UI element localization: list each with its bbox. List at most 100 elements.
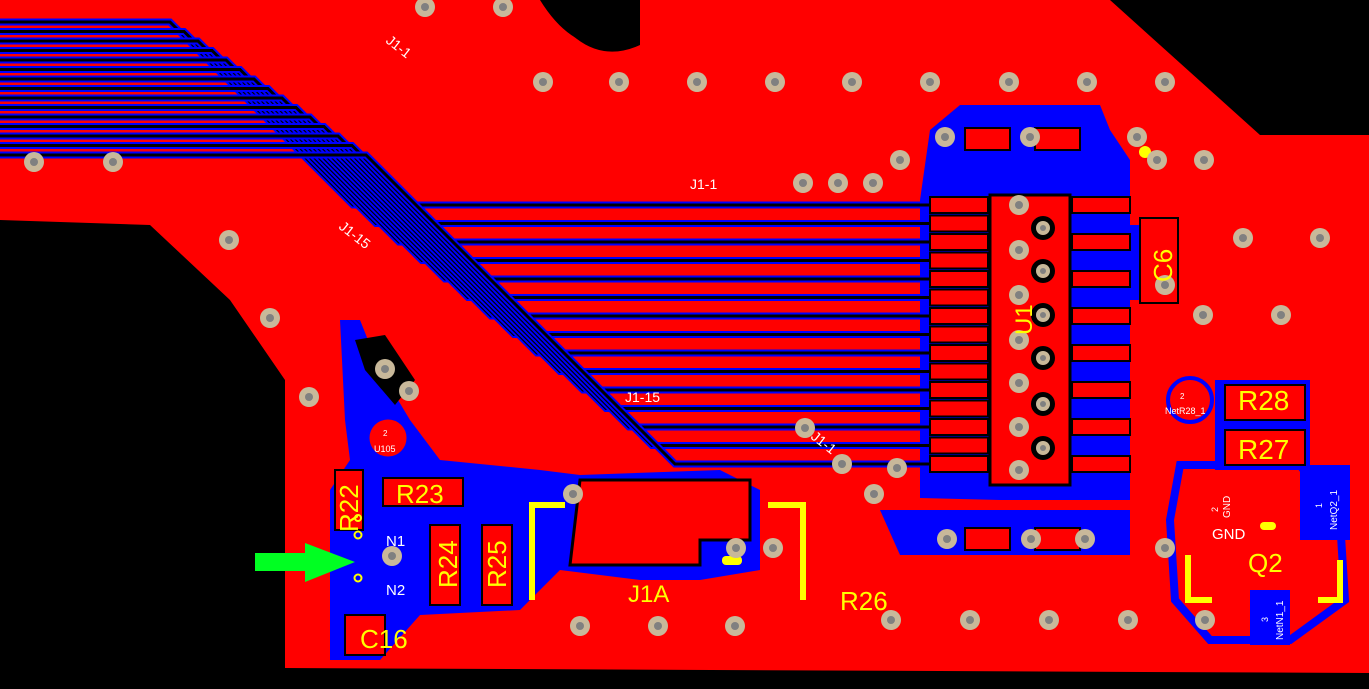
via-hole <box>1133 133 1141 141</box>
via-hole <box>1081 535 1089 543</box>
q2-pin2-net: GND <box>1222 496 1233 518</box>
q2-pin2-number: 2 <box>1210 507 1220 512</box>
u1-left-finger <box>929 455 989 473</box>
u1-right-finger <box>1071 381 1131 399</box>
r22-dot <box>354 514 362 522</box>
via-hole <box>1005 78 1013 86</box>
u1-pin-hole <box>1040 445 1046 451</box>
u1-pin-hole <box>1040 225 1046 231</box>
r27-r28-footprints <box>1224 384 1306 466</box>
u1-left-finger <box>929 325 989 344</box>
u1-left-finger <box>929 344 989 362</box>
via-hole <box>539 78 547 86</box>
q2-pin1-net: NetQ2_1 <box>1329 490 1340 530</box>
via-hole <box>1316 234 1324 242</box>
via-hole <box>266 314 274 322</box>
via-hole <box>966 616 974 624</box>
via-hole <box>1015 466 1023 474</box>
via-hole <box>388 552 396 560</box>
u1-left-finger <box>929 381 989 399</box>
via-hole <box>1161 78 1169 86</box>
designator-c16: C16 <box>360 624 408 654</box>
via-hole <box>769 544 777 552</box>
via-hole <box>943 535 951 543</box>
j1a-silk-outline <box>529 502 806 600</box>
u1-left-finger <box>929 307 989 325</box>
via-hole <box>732 544 740 552</box>
via-hole <box>1083 78 1091 86</box>
designator-r25: R25 <box>482 540 512 588</box>
via-hole <box>569 490 577 498</box>
via-hole <box>1200 156 1208 164</box>
via-hole <box>576 622 584 630</box>
trace-label-j1-15-horizontal: J1-15 <box>625 389 660 405</box>
q2-silk-outline <box>1185 555 1343 603</box>
via-hole <box>848 78 856 86</box>
u105-via-net: U105 <box>374 444 396 454</box>
via-hole <box>421 3 429 11</box>
u105-via-number: 2 <box>383 429 388 438</box>
via-hole <box>305 393 313 401</box>
via-hole <box>896 156 904 164</box>
via-hole <box>870 490 878 498</box>
r28-pad-net: NetR28_1 <box>1165 406 1206 416</box>
via-hole <box>1277 311 1285 319</box>
designator-j1a: J1A <box>628 581 669 608</box>
via-hole <box>1045 616 1053 624</box>
u1-left-finger <box>929 362 989 381</box>
u1-left-finger <box>929 418 989 436</box>
n1-dot <box>353 530 363 540</box>
via-hole <box>1161 544 1169 552</box>
u1-left-finger <box>929 288 989 307</box>
designator-r24: R24 <box>433 540 463 588</box>
via-hole <box>1015 246 1023 254</box>
u1-left-finger <box>929 270 989 288</box>
via-hole <box>834 179 842 187</box>
via-hole <box>1027 535 1035 543</box>
r28-net-pad <box>1166 376 1214 424</box>
q2-pin1-number: 1 <box>1314 503 1324 508</box>
u1-left-finger <box>929 233 989 251</box>
bus-trace <box>0 153 935 466</box>
j1a-pin-marker <box>722 556 742 565</box>
via-hole <box>654 622 662 630</box>
q2-pin3-number: 3 <box>1260 617 1270 622</box>
via-hole <box>801 424 809 432</box>
via-hole <box>887 616 895 624</box>
n2-dot <box>353 573 363 583</box>
designator-r23: R23 <box>396 479 444 509</box>
via-hole <box>1161 281 1169 289</box>
u1-left-finger <box>929 214 989 233</box>
u1-body <box>988 193 1072 487</box>
via-hole <box>109 158 117 166</box>
u1-right-finger <box>1071 455 1131 473</box>
q2-pin3-net: NetN1_1 <box>1275 600 1286 640</box>
net-gnd-big: GND <box>1212 526 1246 543</box>
u105-via <box>366 416 410 460</box>
via-hole <box>1026 133 1034 141</box>
designator-r27: R27 <box>1238 434 1289 465</box>
via-hole <box>731 622 739 630</box>
label-n1: N1 <box>386 533 405 550</box>
u1-right-finger <box>1071 418 1131 436</box>
via-hole <box>1015 291 1023 299</box>
c6-pin-dot <box>1139 146 1151 158</box>
u1-left-finger <box>929 399 989 418</box>
u1-right-finger <box>1071 270 1131 288</box>
u1-left-finger <box>929 196 989 214</box>
via-hole <box>381 365 389 373</box>
via-hole <box>926 78 934 86</box>
u1-right-finger <box>1071 307 1131 325</box>
via-hole <box>1015 336 1023 344</box>
via-hole <box>1015 201 1023 209</box>
via-hole <box>1239 234 1247 242</box>
label-n2: N2 <box>386 582 405 599</box>
green-arrow-marker <box>255 543 355 582</box>
via-hole <box>499 3 507 11</box>
via-hole <box>869 179 877 187</box>
designator-c6: C6 <box>1148 249 1178 282</box>
r28-pad-number: 2 <box>1180 392 1185 401</box>
designator-u1: U1 <box>1011 304 1038 335</box>
via-hole <box>693 78 701 86</box>
